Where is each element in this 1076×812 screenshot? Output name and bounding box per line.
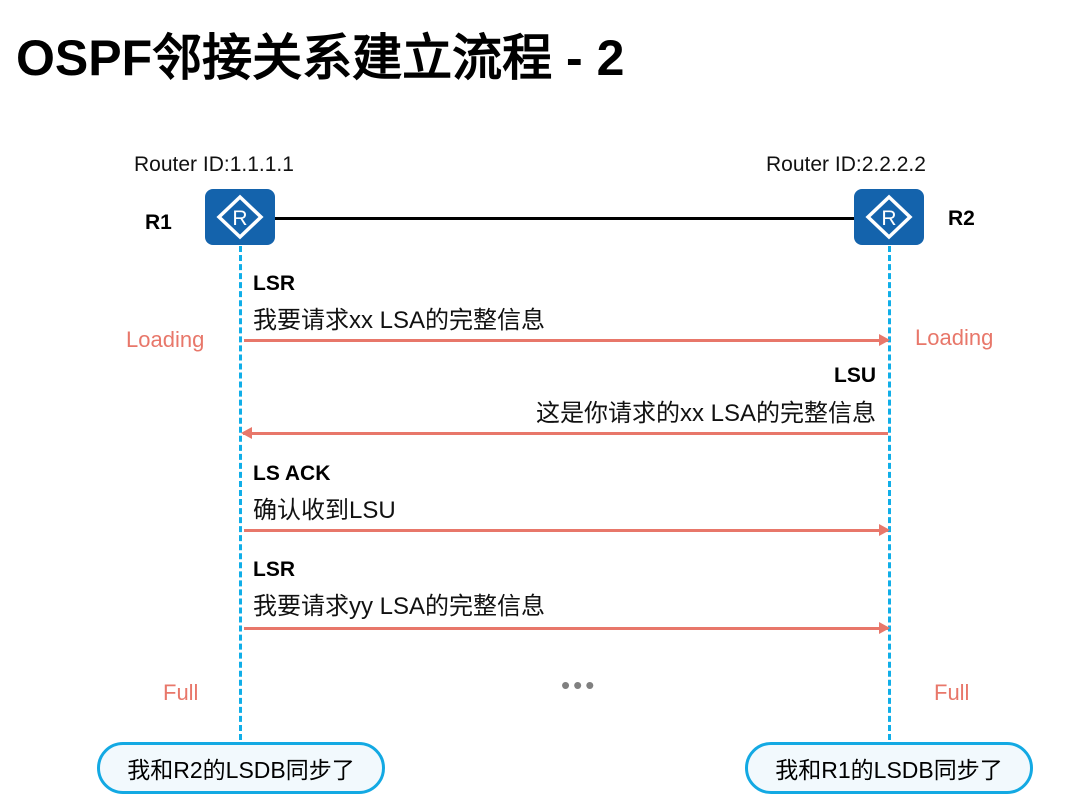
r1-status-bubble: 我和R2的LSDB同步了 <box>97 742 385 794</box>
arrowhead-right-icon <box>879 334 890 346</box>
message-2-text: 这是你请求的xx LSA的完整信息 <box>535 400 876 427</box>
ellipsis: ••• <box>561 670 598 700</box>
r1-router-id: Router ID:1.1.1.1 <box>134 153 294 176</box>
r2-router-id: Router ID:2.2.2.2 <box>766 153 926 176</box>
arrowhead-right-icon <box>879 524 890 536</box>
r1-status-text: 我和R2的LSDB同步了 <box>127 757 355 783</box>
r1-router[interactable]: R <box>205 189 275 245</box>
r2-status-text: 我和R1的LSDB同步了 <box>775 757 1003 783</box>
message-1-type: LSR <box>253 272 295 295</box>
message-2-type: LSU <box>834 364 876 387</box>
r1-state-loading: Loading <box>126 327 205 352</box>
r2-status-bubble: 我和R1的LSDB同步了 <box>745 742 1033 794</box>
message-3-arrow <box>244 524 890 536</box>
arrowhead-right-icon <box>879 622 890 634</box>
router-link <box>274 217 856 220</box>
message-3-text: 确认收到LSU <box>253 497 396 524</box>
r2-state-loading: Loading <box>915 325 994 350</box>
r2-router[interactable]: R <box>854 189 924 245</box>
message-2-arrow <box>241 427 888 439</box>
r2-state-full: Full <box>934 680 970 705</box>
arrowhead-left-icon <box>241 427 252 439</box>
message-4-type: LSR <box>253 558 295 581</box>
router-icon: R <box>216 194 264 240</box>
svg-text:R: R <box>881 207 896 230</box>
svg-text:R: R <box>232 207 247 230</box>
message-3-type: LS ACK <box>253 462 331 485</box>
router-icon: R <box>865 194 913 240</box>
message-4-arrow <box>244 622 890 634</box>
r1-name: R1 <box>145 211 172 234</box>
r1-state-full: Full <box>163 680 199 705</box>
page-title: OSPF邻接关系建立流程 - 2 <box>16 30 625 86</box>
r2-lifeline <box>888 246 891 740</box>
r2-name: R2 <box>948 207 975 230</box>
message-1-arrow <box>244 334 890 346</box>
r1-lifeline <box>239 246 242 740</box>
message-1-text: 我要请求xx LSA的完整信息 <box>253 307 546 334</box>
message-4-text: 我要请求yy LSA的完整信息 <box>253 593 546 620</box>
